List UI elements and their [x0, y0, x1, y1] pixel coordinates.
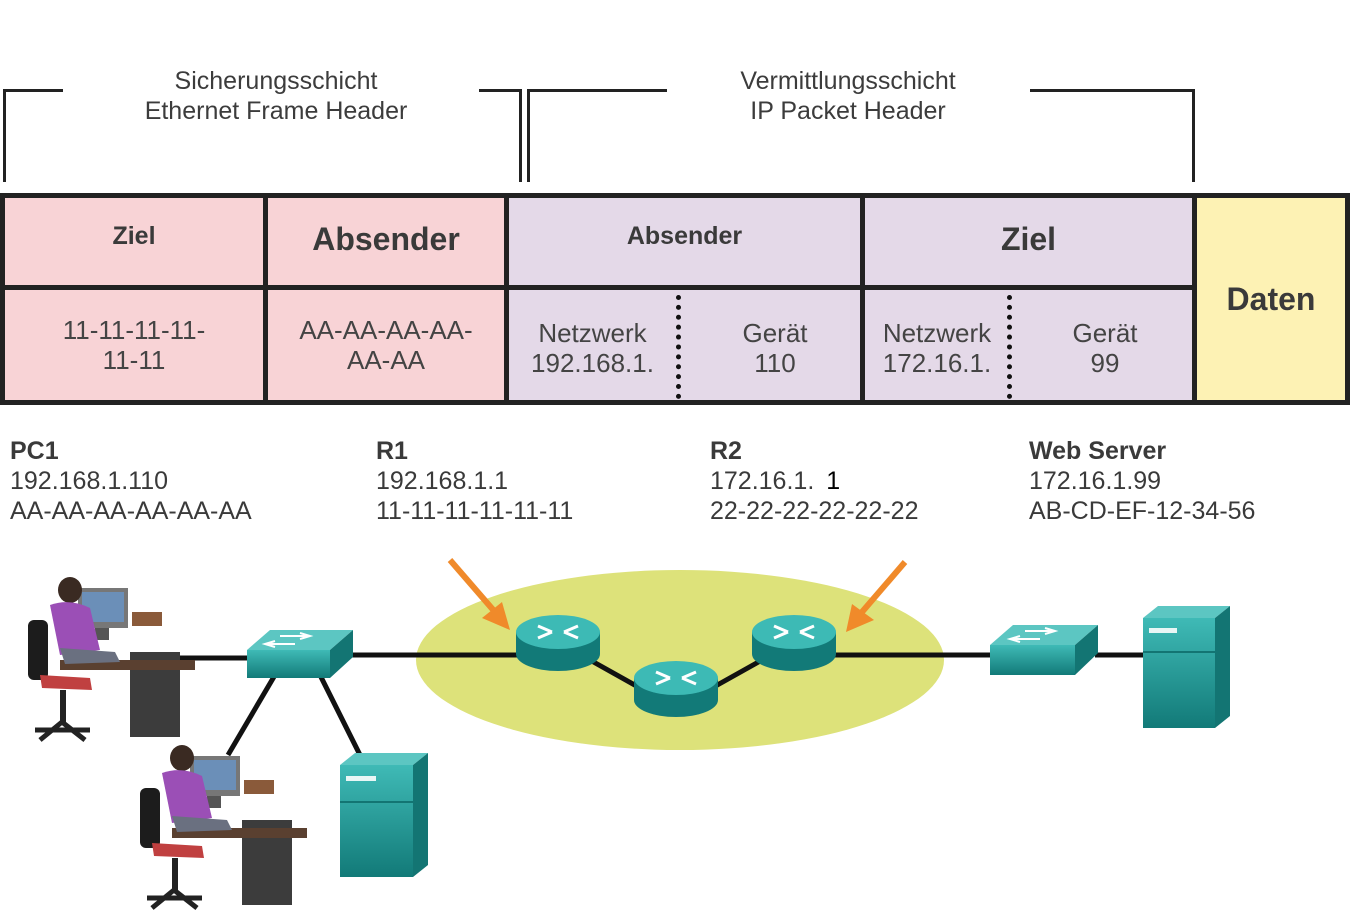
- node-name: Web Server: [1029, 437, 1167, 465]
- ip-src-value-cell: [504, 285, 865, 405]
- ethernet-header-title-line1: Sicherungsschicht: [174, 67, 378, 95]
- eth-src-label: Absender: [312, 220, 460, 257]
- node-mac: AA-AA-AA-AA-AA-AA: [10, 497, 252, 525]
- network-cloud: [416, 570, 944, 750]
- server-icon: [340, 753, 428, 877]
- ip-header-title-line2: IP Packet Header: [750, 97, 946, 125]
- ethernet-header-title: Sicherungsschicht Ethernet Frame Header: [126, 66, 426, 126]
- ip-src-network-label: Netzwerk: [538, 318, 647, 348]
- ip-dest-value-cell: [860, 285, 1197, 405]
- switch-icon: [247, 630, 353, 678]
- data-label: Daten: [1226, 280, 1316, 317]
- cables: [170, 652, 1145, 757]
- node-ip-suffix: 1: [826, 467, 841, 495]
- router-icon: [634, 661, 718, 717]
- ip-src-divider: [676, 295, 681, 399]
- router-icon: [516, 615, 600, 671]
- node-r2: R2 172.16.1. 1 22-22-22-22-22-22: [710, 436, 918, 526]
- eth-dest-value-line2: 11-11: [102, 345, 166, 375]
- node-ip: 192.168.1.110: [10, 467, 169, 495]
- node-ip: 172.16.1.99: [1029, 467, 1162, 495]
- node-r1: R1 192.168.1.1 11-11-11-11-11-11: [376, 436, 573, 526]
- node-name: PC1: [10, 437, 59, 465]
- node-mac: 22-22-22-22-22-22: [710, 497, 919, 525]
- ip-src-network: Netzwerk 192.168.1.: [520, 318, 665, 378]
- ip-src-header: Absender: [504, 193, 865, 290]
- ip-src-label: Absender: [626, 222, 743, 250]
- ip-dest-label: Ziel: [1000, 220, 1057, 257]
- router-icon: [752, 615, 836, 671]
- ip-src-network-value: 192.168.1.: [531, 348, 654, 378]
- cable-switch-server: [317, 673, 363, 757]
- ip-dest-network: Netzwerk 172.16.1.: [872, 318, 1002, 378]
- node-web-server: Web Server 172.16.1.99 AB-CD-EF-12-34-56: [1029, 436, 1255, 526]
- arrow-icon: [846, 560, 908, 632]
- cable-r3-r2: [710, 657, 764, 691]
- eth-src-value-line2: AA-AA: [346, 345, 426, 375]
- switch-icon: [990, 625, 1098, 675]
- ip-dest-network-value: 172.16.1.: [882, 348, 992, 378]
- data-cell: Daten: [1192, 193, 1350, 405]
- ip-dest-device-value: 99: [1090, 348, 1120, 378]
- ip-bracket-right: [1030, 89, 1195, 182]
- node-mac: AB-CD-EF-12-34-56: [1029, 497, 1256, 525]
- ethernet-header-title-line2: Ethernet Frame Header: [144, 97, 408, 125]
- ethernet-bracket-right: [479, 89, 522, 182]
- eth-dest-value-cell: 11-11-11-11- 11-11: [0, 285, 268, 405]
- ip-header-title: Vermittlungsschicht IP Packet Header: [698, 66, 998, 126]
- ip-dest-header: Ziel: [860, 193, 1197, 290]
- eth-dest-label: Ziel: [112, 222, 156, 250]
- eth-src-value-cell: AA-AA-AA-AA- AA-AA: [263, 285, 509, 405]
- ip-dest-device: Gerät 99: [1030, 318, 1180, 378]
- ip-src-device: Gerät 110: [700, 318, 850, 378]
- server-icon: [1143, 606, 1230, 728]
- eth-src-header: Absender: [263, 193, 509, 290]
- eth-dest-value-line1: 11-11-11-11-: [62, 315, 206, 345]
- ip-dest-divider: [1007, 295, 1012, 399]
- network-topology: [28, 558, 1230, 910]
- ip-dest-network-label: Netzwerk: [882, 318, 992, 348]
- node-mac: 11-11-11-11-11-11: [376, 497, 574, 525]
- cable-switch-pc2: [225, 673, 278, 757]
- ip-header-title-line1: Vermittlungsschicht: [740, 67, 956, 95]
- ip-bracket-left: [527, 89, 667, 182]
- arrow-icon: [447, 558, 510, 630]
- node-ip: 172.16.1.: [710, 467, 815, 495]
- cable-r1-r3: [588, 657, 642, 691]
- pc-user-icon: [140, 745, 307, 910]
- ethernet-bracket-left: [3, 89, 63, 182]
- ip-src-device-label: Gerät: [742, 318, 808, 348]
- ip-src-device-value: 110: [754, 348, 796, 378]
- eth-src-value-line1: AA-AA-AA-AA-: [299, 315, 473, 345]
- node-pc1: PC1 192.168.1.110 AA-AA-AA-AA-AA-AA: [10, 436, 252, 526]
- node-ip: 192.168.1.1: [376, 467, 509, 495]
- eth-dest-header: Ziel: [0, 193, 268, 290]
- ip-dest-device-label: Gerät: [1072, 318, 1138, 348]
- node-name: R1: [376, 437, 408, 465]
- pc-user-icon: [28, 577, 195, 742]
- node-ip-row: 172.16.1. 1: [710, 466, 918, 496]
- node-name: R2: [710, 437, 742, 465]
